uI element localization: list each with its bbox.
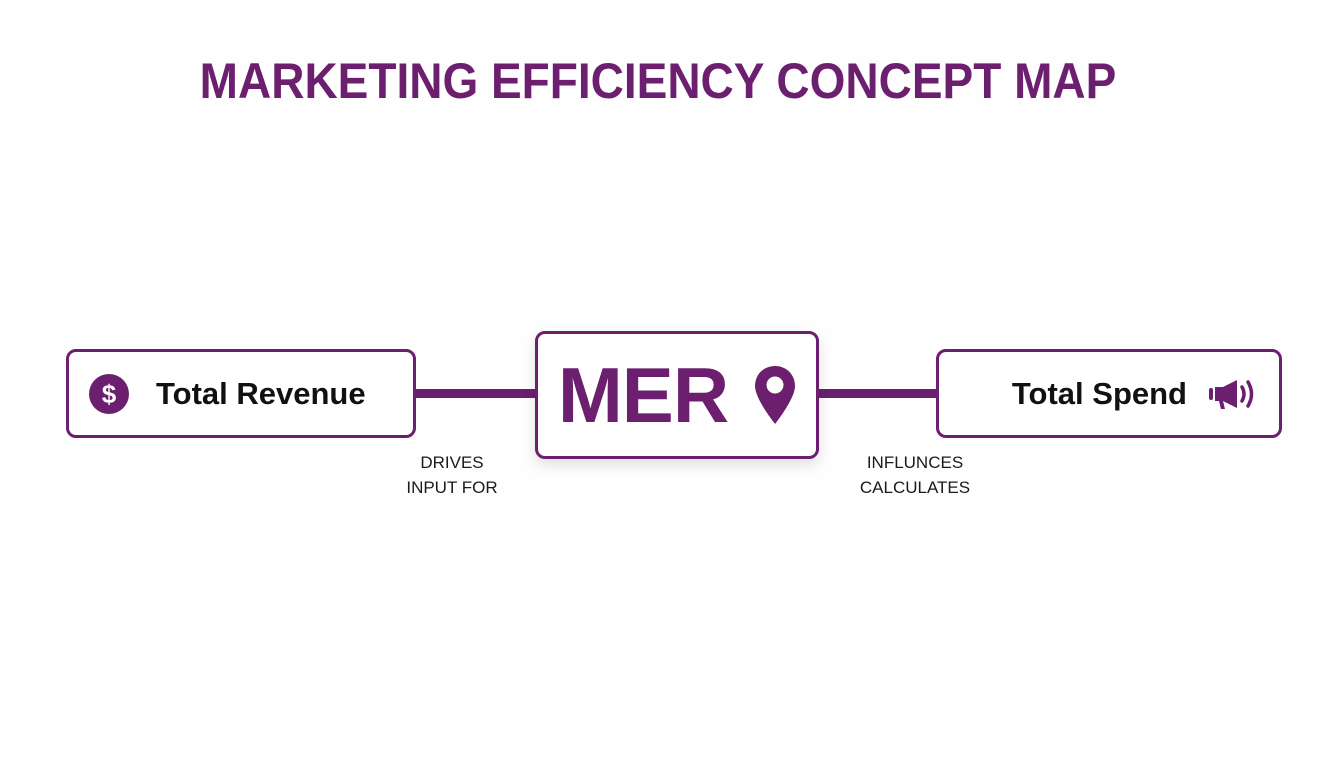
edge-label-line: DRIVES [420,453,484,472]
node-mer[interactable]: MER [535,331,819,459]
node-label: Total Spend [1011,375,1187,411]
connector-mer-to-spend [817,389,938,398]
node-total-spend[interactable]: Total Spend [936,349,1282,438]
svg-text:$: $ [102,379,117,409]
megaphone-icon [1209,377,1259,411]
node-label: MER [557,351,729,439]
edge-label-line: CALCULATES [859,478,971,497]
connector-revenue-to-mer [414,389,538,398]
edge-label-line: INFLUNCES [866,453,964,472]
edge-label-revenue-mer: DRIVES INPUT FOR [372,450,532,500]
page-title: MARKETING EFFICIENCY CONCEPT MAP [199,53,1117,109]
node-label: Total Revenue [156,375,366,411]
node-total-revenue[interactable]: $ Total Revenue [66,349,416,438]
edge-label-mer-spend: INFLUNCES CALCULATES [835,450,995,500]
edge-label-line: INPUT FOR [406,478,498,497]
dollar-circle-icon: $ [88,373,130,415]
map-pin-icon [754,365,796,425]
